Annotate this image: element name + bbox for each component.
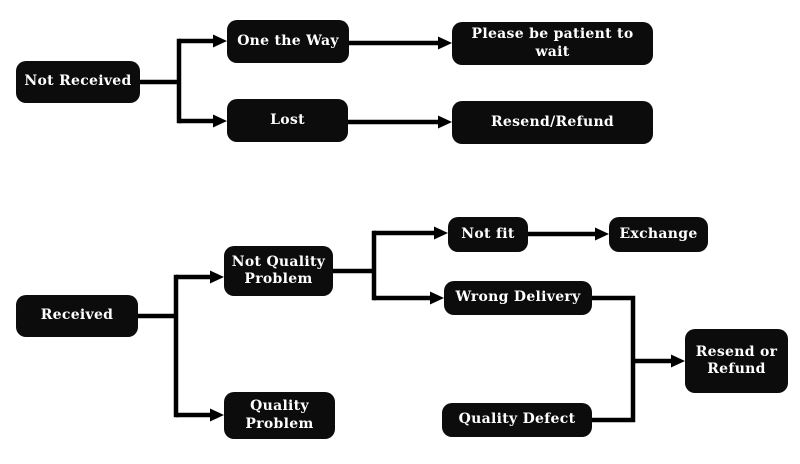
node-label: Quality Problem <box>245 398 314 432</box>
node-label: Received <box>40 307 114 324</box>
node-quality-problem: Quality Problem <box>224 392 335 439</box>
node-label: Exchange <box>619 225 698 242</box>
node-label: Not Received <box>24 73 132 90</box>
node-quality-defect: Quality Defect <box>442 403 592 437</box>
node-resend-or-refund: Resend or Refund <box>685 329 788 393</box>
node-label: Please be patient to wait <box>471 26 634 60</box>
node-one-the-way: One the Way <box>227 20 349 63</box>
node-not-received: Not Received <box>16 61 140 103</box>
node-not-quality-problem: Not Quality Problem <box>224 246 333 296</box>
node-label: Quality Defect <box>458 411 576 428</box>
connector-not-received-split <box>137 38 182 124</box>
connector-not-quality-split <box>330 230 377 301</box>
node-label: Resend/Refund <box>490 113 615 130</box>
connector-merge <box>589 295 636 423</box>
connector-received-split <box>135 274 179 418</box>
node-label: Lost <box>270 111 305 128</box>
node-label: One the Way <box>237 32 339 49</box>
node-label: Resend or Refund <box>695 343 778 378</box>
node-exchange: Exchange <box>609 217 708 252</box>
node-please-wait: Please be patient to wait <box>452 22 653 65</box>
node-label: Wrong Delivery <box>455 289 581 306</box>
node-not-fit: Not fit <box>448 217 528 252</box>
node-label: Not Quality Problem <box>231 253 326 288</box>
node-received: Received <box>16 295 138 337</box>
node-resend-slash-refund: Resend/Refund <box>452 101 653 144</box>
node-wrong-delivery: Wrong Delivery <box>444 281 592 315</box>
node-lost: Lost <box>227 99 348 142</box>
node-label: Not fit <box>461 225 515 242</box>
